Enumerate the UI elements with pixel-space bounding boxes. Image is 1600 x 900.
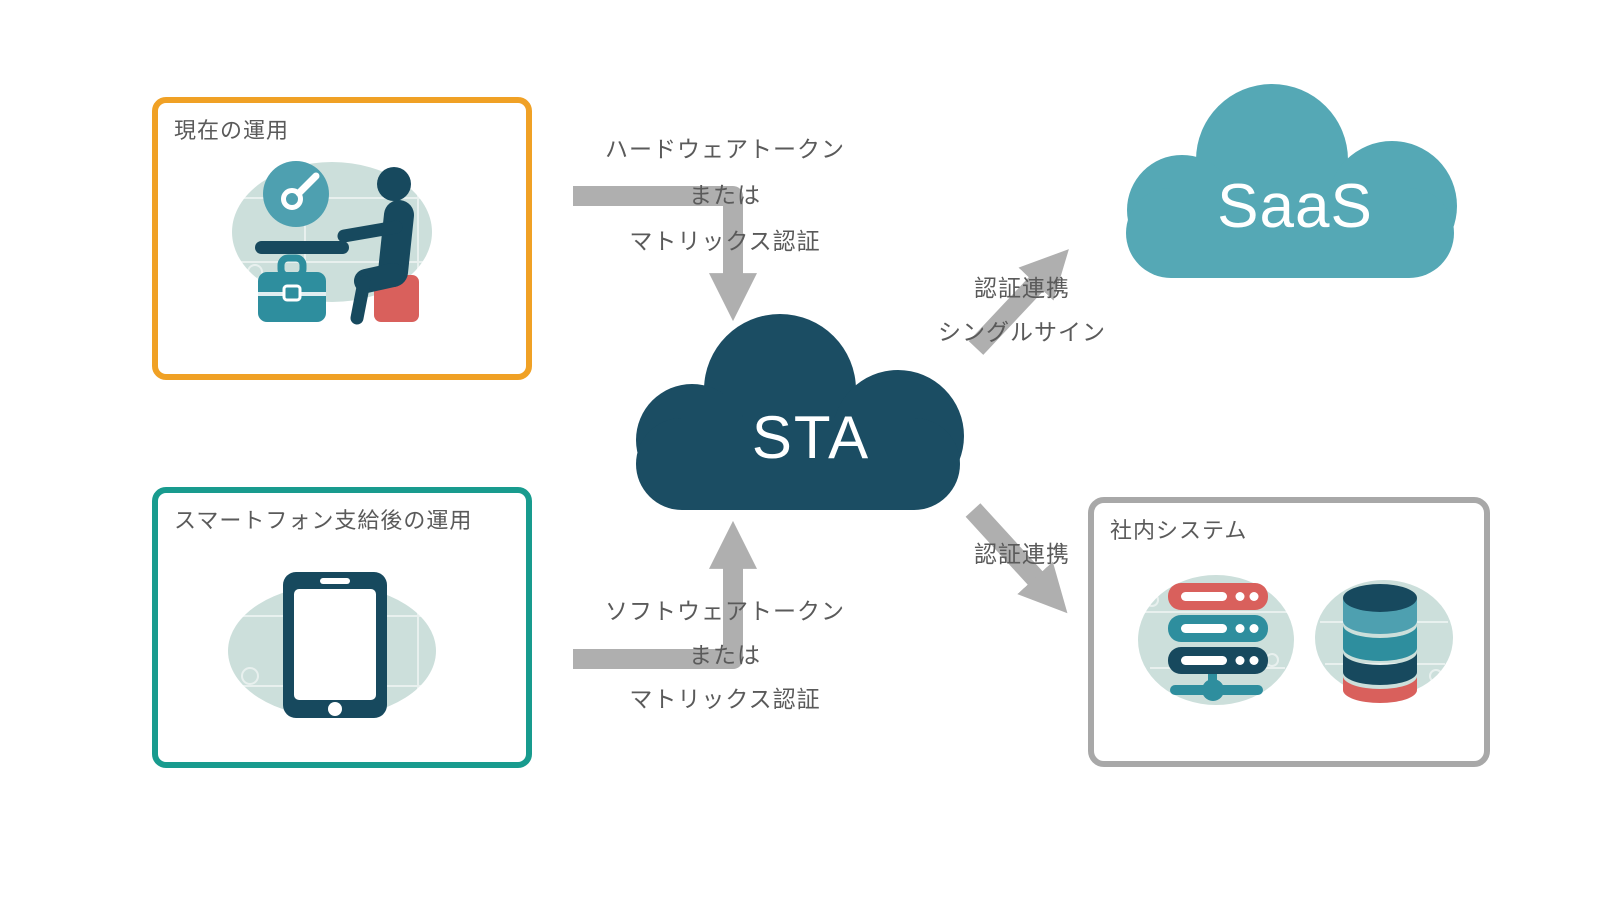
desk-shape	[255, 241, 349, 254]
software-token-arrow	[573, 520, 758, 669]
sta-to-internal-arrow	[965, 503, 1068, 614]
database-icon	[1343, 584, 1417, 703]
saas-link-line2: シングルサイン	[938, 319, 1106, 345]
software-token-line1: ソフトウェアトークン	[605, 598, 845, 624]
saas-cloud: SaaS	[1126, 84, 1457, 278]
sta-cloud: STA	[636, 314, 964, 510]
server-icon	[1168, 583, 1268, 701]
hardware-token-arrow	[573, 186, 758, 322]
hardware-token-label: ハードウェアトークン または マトリックス認証	[575, 126, 875, 264]
office-worker-icon	[232, 150, 432, 325]
internal-systems-box: 社内システム	[1088, 497, 1490, 767]
sta-to-saas-arrow	[968, 249, 1069, 355]
saas-link-line1: 認証連携	[974, 275, 1070, 301]
internal-systems-art	[1138, 575, 1453, 705]
internal-link-line1: 認証連携	[974, 541, 1070, 567]
internal-link-label: 認証連携	[942, 532, 1102, 576]
hardware-token-line2: または	[689, 182, 761, 208]
saas-cloud-label: SaaS	[1217, 172, 1373, 241]
software-token-line2: または	[689, 642, 761, 668]
internal-systems-title: 社内システム	[1110, 518, 1248, 543]
hardware-token-line1: ハードウェアトークン	[605, 136, 845, 162]
current-operation-title: 現在の運用	[174, 118, 290, 143]
hardware-token-line3: マトリックス認証	[629, 228, 821, 254]
software-token-line3: マトリックス認証	[629, 686, 821, 712]
person-shape	[337, 167, 414, 325]
smartphone-operation-title: スマートフォン支給後の運用	[174, 508, 473, 533]
saas-link-label: 認証連携 シングルサイン	[922, 266, 1122, 354]
smartphone-icon	[228, 572, 436, 718]
software-token-label: ソフトウェアトークン または マトリックス認証	[575, 589, 875, 721]
current-operation-box: 現在の運用	[152, 97, 532, 380]
smartphone-operation-box: スマートフォン支給後の運用	[152, 487, 532, 768]
sta-cloud-label: STA	[752, 404, 870, 471]
